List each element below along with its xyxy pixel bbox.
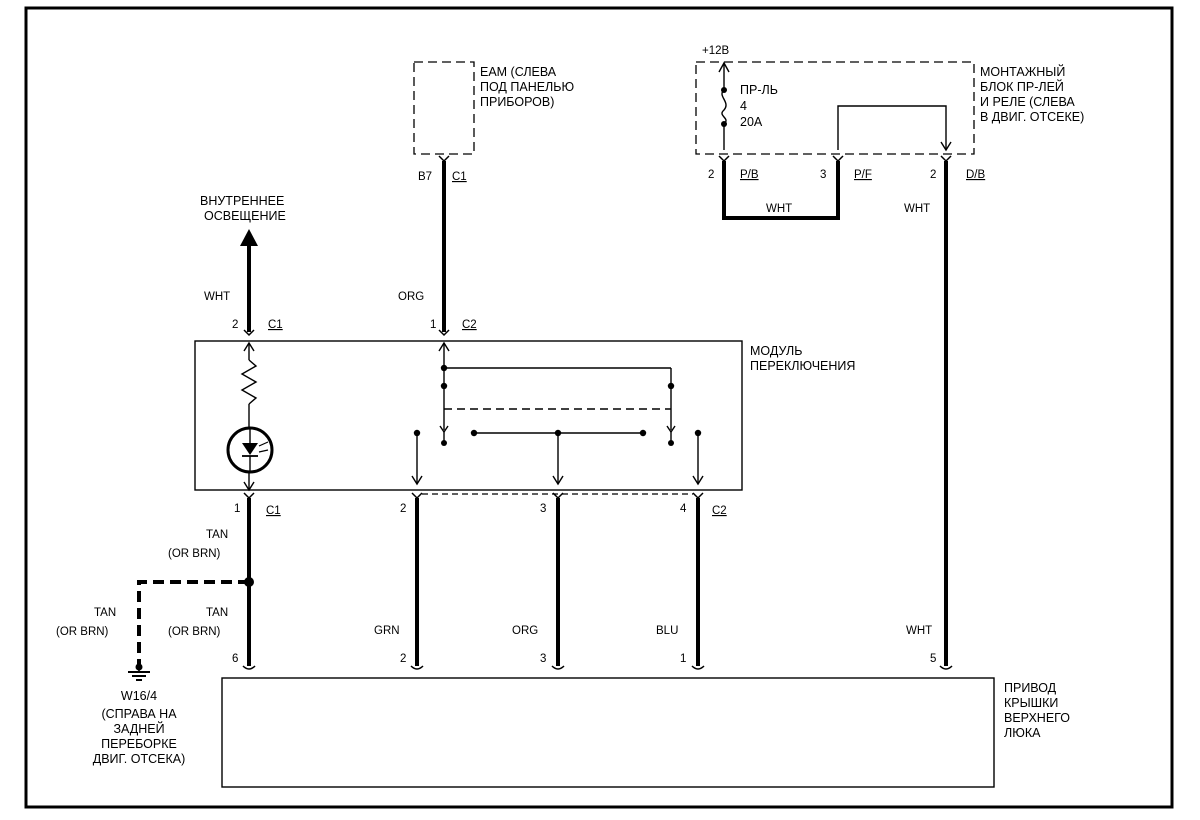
ground-location-label: W16/4 (СПРАВА НА ЗАДНЕЙ ПЕРЕБОРКЕ ДВИГ. … [93,689,185,766]
wire-label-org-eam: ORG [398,291,424,303]
wire-label-wht-relay-down: WHT [904,203,930,215]
actuator-label-3: ВЕРХНЕГО [1004,711,1070,725]
actuator-component: ПРИВОД КРЫШКИ ВЕРХНЕГО ЛЮКА [221,677,1070,788]
actuator-box [221,677,995,788]
relay-block-box [695,61,975,155]
eam-connector-id: C1 [452,171,467,183]
module-conn-bottom-4: C2 [712,505,727,517]
fuse-label-3: 20А [740,115,763,129]
switch-module-label-1: МОДУЛЬ [750,344,802,358]
ground-label-4: ПЕРЕБОРКЕ [101,737,177,751]
eam-component: ЕАМ (СЛЕВА ПОД ПАНЕЛЬЮ ПРИБОРОВ) [413,61,574,155]
relay-connector-3 [940,155,952,163]
eam-label-2: ПОД ПАНЕЛЬЮ [480,80,574,94]
wire-label-org-actuator: ORG [512,625,538,637]
wire-tan-ground-branch [137,580,249,666]
ground-label-3: ЗАДНЕЙ [113,721,164,736]
eam-connector-symbol [438,155,450,163]
module-conn-bottom-left: C1 [266,505,281,517]
relay-connector-1 [718,155,730,163]
eam-pin-number: B7 [418,171,432,183]
module-pin-top-right: 1 [430,319,436,331]
actuator-label-1: ПРИВОД [1004,681,1057,695]
switch-module-component: МОДУЛЬ ПЕРЕКЛЮЧЕНИЯ [194,340,855,491]
wire-label-wht-light: WHT [204,291,230,303]
relay-block-component: МОНТАЖНЫЙ БЛОК ПР-ЛЕЙ И РЕЛЕ (СЛЕВА В ДВ… [695,61,1084,155]
actuator-label-4: ЛЮКА [1004,726,1041,740]
wire-label-wht-actuator: WHT [906,625,932,637]
module-connector-bottom-4 [692,492,704,500]
wire-label-tan-lower-2: (OR BRN) [168,626,221,638]
switch-module-box [194,340,743,491]
wire-label-grn: GRN [374,625,400,637]
actuator-connector-6 [242,665,256,670]
switch-module-label-2: ПЕРЕКЛЮЧЕНИЯ [750,359,855,373]
actuator-connector-3 [551,665,565,670]
actuator-label-2: КРЫШКИ [1004,696,1058,710]
module-connector-bottom-2 [411,492,423,500]
relay-pin-3: 2 [930,169,936,181]
module-pin-bottom-left: 1 [234,503,240,515]
diagram-frame [24,6,1174,809]
wire-label-tan-upper-2: (OR BRN) [168,548,221,560]
relay-block-label-4: В ДВИГ. ОТСЕКЕ) [980,110,1084,124]
wire-label-tan-branch-1: TAN [94,607,116,619]
switch-contacts [411,341,704,486]
relay-conn-3: D/B [966,169,986,181]
eam-box [413,61,475,155]
supply-12v-label: +12В [702,45,730,57]
ground-icon [128,663,150,681]
wire-label-wht-jumper: WHT [766,203,792,215]
relay-pin-2: 3 [820,169,826,181]
wire-wht-relay-jumper [722,161,840,220]
ground-label-1: W16/4 [121,689,157,703]
eam-label-3: ПРИБОРОВ) [480,95,554,109]
module-output-arrow-left [243,481,255,492]
module-connector-top-left [243,329,255,337]
actuator-pin-1: 1 [680,653,686,665]
module-conn-top-right: C2 [462,319,477,331]
wire-label-tan-lower-1: TAN [206,607,228,619]
actuator-pin-6: 6 [232,653,238,665]
wire-label-tan-branch-2: (OR BRN) [56,626,109,638]
wire-label-blu: BLU [656,625,678,637]
module-connector-top-right [438,329,450,337]
actuator-connector-2 [410,665,424,670]
module-pin-bottom-4: 4 [680,503,687,515]
relay-pin-1: 2 [708,169,714,181]
relay-conn-1: P/B [740,169,759,181]
resistor-symbol [240,359,258,405]
fuse-label-2: 4 [740,99,747,113]
actuator-connector-5 [939,665,953,670]
module-conn-top-left: C1 [268,319,283,331]
interior-light-arrow [240,229,258,246]
fuse-label-1: ПР-ЛЬ [740,83,778,97]
relay-block-label-2: БЛОК ПР-ЛЕЙ [980,79,1064,94]
relay-connector-2 [832,155,844,163]
actuator-pin-2: 2 [400,653,406,665]
relay-block-label-3: И РЕЛЕ (СЛЕВА [980,95,1075,109]
module-pin-bottom-2: 2 [400,503,406,515]
relay-internal-arrow [940,141,952,152]
eam-label-1: ЕАМ (СЛЕВА [480,65,557,79]
module-connector-bottom-left [243,492,255,500]
module-pin-bottom-3: 3 [540,503,546,515]
ground-label-5: ДВИГ. ОТСЕКА) [93,752,185,766]
ground-label-2: (СПРАВА НА [101,707,177,721]
actuator-connector-1 [691,665,705,670]
led-indicator-icon [226,426,274,474]
wire-label-tan-upper-1: TAN [206,529,228,541]
relay-block-label-1: МОНТАЖНЫЙ [980,64,1065,79]
relay-internal-link [837,105,947,150]
relay-conn-2: P/F [854,169,872,181]
fuse-symbol [721,89,727,125]
actuator-pin-3: 3 [540,653,546,665]
interior-light-label-2: ОСВЕЩЕНИЕ [204,209,286,223]
actuator-pin-5: 5 [930,653,936,665]
interior-light-label-1: ВНУТРЕННЕЕ [200,194,284,208]
module-pin-top-left: 2 [232,319,238,331]
